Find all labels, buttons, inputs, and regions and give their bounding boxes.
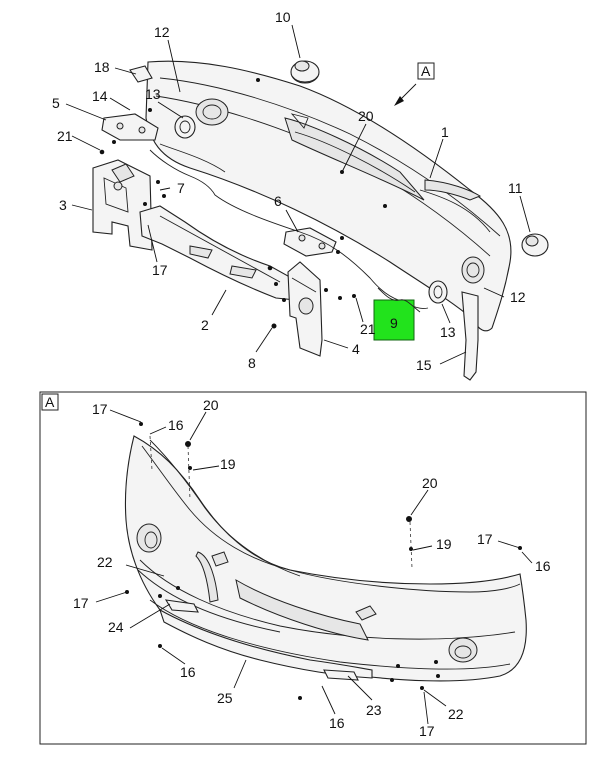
callout-detail-16-d: 16 [329, 715, 345, 731]
callout-15: 15 [416, 357, 432, 373]
detail-a-label: A [45, 394, 55, 410]
strip-part-15 [461, 291, 479, 381]
callout-17: 17 [152, 262, 168, 278]
bracket-part-18 [129, 65, 153, 83]
callout-detail-16-a: 16 [168, 417, 184, 433]
callout-10: 10 [275, 9, 291, 25]
detail-marker: A [421, 63, 431, 79]
fog-lamp-left [195, 98, 229, 126]
view-direction-arrow [394, 62, 435, 106]
callout-detail-20-a: 20 [203, 397, 219, 413]
callout-13-right: 13 [440, 324, 456, 340]
fascia-fog-opening-right [448, 637, 478, 663]
callout-18: 18 [94, 59, 110, 75]
callout-2: 2 [201, 317, 209, 333]
callout-detail-17-d: 17 [419, 723, 435, 739]
callout-11: 11 [508, 180, 523, 196]
leader-lines-upper [65, 24, 531, 365]
lower-lip-part-25 [159, 608, 373, 679]
lamp-cap-part-10 [290, 60, 320, 84]
front-fascia [124, 435, 527, 682]
callout-3: 3 [59, 197, 67, 213]
fastener-guides-detail [149, 435, 413, 569]
callout-detail-23: 23 [366, 702, 382, 718]
leader-lines-detail [95, 409, 533, 725]
callout-detail-17-a: 17 [92, 401, 108, 417]
callout-8: 8 [248, 355, 256, 371]
mount-bracket-part-3 [92, 159, 153, 251]
callout-21-left: 21 [57, 128, 73, 144]
callout-detail-22-b: 22 [448, 706, 464, 722]
highlight-part-9[interactable] [373, 299, 415, 341]
callout-7: 7 [177, 180, 185, 196]
callout-9: 9 [390, 315, 398, 331]
fascia-fog-opening-left [136, 523, 162, 553]
callout-detail-25: 25 [217, 690, 233, 706]
bumper-shell-part-1 [145, 60, 512, 332]
lamp-ring-part-13-right [428, 280, 448, 304]
callout-5: 5 [52, 95, 60, 111]
detail-a-frame [39, 391, 587, 745]
callout-1: 1 [441, 124, 449, 140]
callout-detail-24: 24 [108, 619, 124, 635]
callout-detail-16-c: 16 [180, 664, 196, 680]
fog-lamp-right [461, 256, 485, 284]
callout-detail-22-a: 22 [97, 554, 113, 570]
trim-part-24 [164, 599, 199, 613]
callout-6: 6 [274, 193, 282, 209]
callout-detail-17-b: 17 [477, 531, 493, 547]
lamp-ring-part-13-left [174, 115, 196, 139]
callout-14: 14 [92, 88, 108, 104]
bracket-part-5 [101, 113, 159, 141]
mount-bracket-part-4 [287, 261, 323, 357]
callout-20: 20 [358, 108, 374, 124]
fastener-dots-upper [99, 78, 387, 329]
callout-detail-19-a: 19 [220, 456, 236, 472]
callout-detail-20-b: 20 [422, 475, 438, 491]
callout-13-left: 13 [145, 86, 161, 102]
callout-4: 4 [352, 341, 360, 357]
lamp-cap-part-11 [521, 233, 549, 257]
callout-detail-16-b: 16 [535, 558, 551, 574]
callout-detail-19-b: 19 [436, 536, 452, 552]
callout-12-top: 12 [154, 24, 170, 40]
fastener-dots-detail [125, 422, 522, 700]
bracket-part-6 [283, 227, 337, 257]
callout-21-right: 21 [360, 321, 376, 337]
trim-part-23 [323, 669, 359, 681]
callout-detail-17-c: 17 [73, 595, 89, 611]
callout-12-right: 12 [510, 289, 526, 305]
